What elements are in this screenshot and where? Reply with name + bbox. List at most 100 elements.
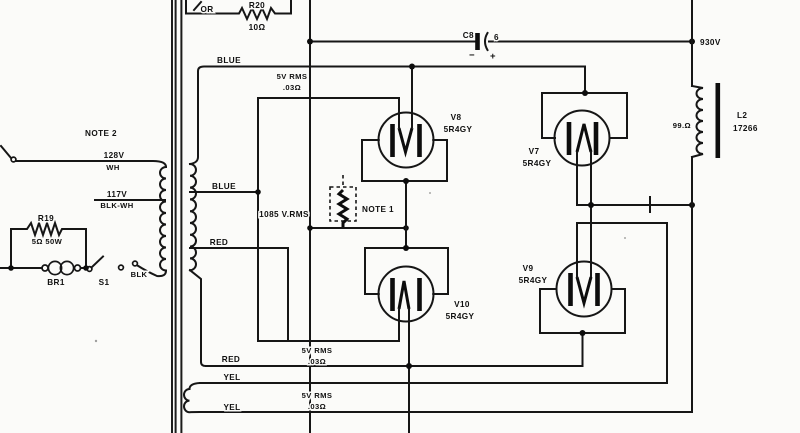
wire-to-v8 <box>257 97 400 128</box>
wire-128v <box>15 160 168 169</box>
label-wh: WH <box>106 163 119 172</box>
label-1085vrms: 1085 V.RMS <box>259 210 309 219</box>
switch-lead-offpage <box>0 144 13 160</box>
capacitor-c8-plate-curved <box>484 31 489 52</box>
label-v9: V9 <box>523 264 534 273</box>
label-v8: V8 <box>451 113 462 122</box>
b-plus-circuit <box>307 0 695 433</box>
labels: NOTE 2 128V WH 117V BLK-WH R19 5Ω 50W BR… <box>30 0 759 414</box>
label-5vrms-top: 5V RMS <box>277 72 308 81</box>
label-blk-wh: BLK-WH <box>100 201 133 210</box>
label-c8: C8 <box>463 31 474 40</box>
label-5vrms-bottom: 5V RMS <box>302 391 333 400</box>
terminal-circle <box>10 156 17 163</box>
polarity-tick <box>192 0 203 12</box>
junction-dot <box>403 178 409 184</box>
label-blue-mid: BLUE <box>212 182 236 191</box>
wire-or <box>185 0 197 15</box>
label-note1: NOTE 1 <box>362 205 394 214</box>
hv-secondary <box>188 65 586 368</box>
label-yel-top: YEL <box>223 373 240 382</box>
plate-strap-right <box>432 247 449 295</box>
junction-dot <box>307 38 313 45</box>
note1-element <box>336 188 350 228</box>
transformer-core <box>171 0 183 433</box>
label-note2: NOTE 2 <box>85 129 117 138</box>
wire-red-tap <box>189 247 289 342</box>
label-r20: R20 <box>249 1 265 10</box>
tube-v7 <box>541 90 628 278</box>
label-c8-minus: − <box>469 50 475 61</box>
breaker-contact <box>59 260 75 276</box>
label-or: OR <box>200 5 213 14</box>
label-yel-bottom: YEL <box>223 403 240 412</box>
label-blue-top: BLUE <box>217 56 241 65</box>
label-930v: 930V <box>700 38 721 47</box>
junction-dot <box>406 363 412 369</box>
label-s1: S1 <box>99 278 110 287</box>
junction-dot <box>255 189 261 195</box>
breaker-contact <box>47 260 63 276</box>
tube-v9 <box>539 260 626 336</box>
wire-blue-top-strap <box>188 65 586 166</box>
terminal-circle <box>117 264 125 271</box>
yel-winding <box>183 381 693 414</box>
label-r19-value: 5Ω 50W <box>32 237 63 246</box>
label-br1: BR1 <box>47 278 65 287</box>
speck <box>429 192 431 194</box>
tube-envelope <box>377 111 435 169</box>
filament <box>575 276 593 309</box>
label-l2-resistance: 99.Ω <box>673 121 691 130</box>
label-v10-type: 5R4GY <box>446 312 475 321</box>
junction-dot <box>588 202 594 208</box>
scan-noise <box>94 192 626 343</box>
switch-s1-blade <box>90 255 105 269</box>
resistor-r19 <box>10 219 87 269</box>
junction-dot <box>83 265 89 271</box>
label-v8-type: 5R4GY <box>444 125 473 134</box>
tube-v10 <box>364 245 449 433</box>
junction-dot <box>582 90 588 96</box>
tube-v8 <box>361 63 448 249</box>
junction-dot <box>403 245 409 251</box>
plate-strap-left <box>541 92 556 139</box>
speck <box>624 237 626 239</box>
terminal-circle <box>131 260 139 267</box>
filament <box>575 123 593 153</box>
label-v10: V10 <box>454 300 470 309</box>
resistor-r20 <box>195 5 292 22</box>
label-03ohm-top: .03Ω <box>283 83 301 92</box>
filament <box>397 127 414 158</box>
label-red-mid: RED <box>210 238 229 247</box>
speck <box>94 339 98 343</box>
label-c8-value: 6 <box>494 33 499 42</box>
inductor-l2 <box>690 0 721 413</box>
label-v9-type: 5R4GY <box>519 276 548 285</box>
plate-strap-left <box>364 247 380 295</box>
label-r20-value: 10Ω <box>249 23 266 32</box>
label-128v: 128V <box>104 151 125 160</box>
label-03ohm-mid: .03Ω <box>308 357 326 366</box>
filament <box>397 280 411 310</box>
label-r19: R19 <box>38 214 54 223</box>
junction-dot <box>307 225 313 231</box>
l2-core-bar <box>715 83 721 158</box>
yel-coil <box>183 381 202 414</box>
label-5vrms-mid: 5V RMS <box>302 346 333 355</box>
primary-circuit <box>0 144 168 278</box>
label-v7: V7 <box>529 147 540 156</box>
label-red-bottom: RED <box>222 355 241 364</box>
or-winding-circuit <box>185 0 292 22</box>
note1-component <box>307 175 409 231</box>
secondary-winding-coil <box>188 162 197 272</box>
label-v7-type: 5R4GY <box>523 159 552 168</box>
label-117v: 117V <box>107 190 127 199</box>
junction-dot <box>579 330 586 336</box>
l2-coil <box>690 84 704 159</box>
junction-dot <box>409 63 415 70</box>
primary-winding-coil <box>159 165 168 272</box>
wire-red-bottom-riser <box>188 268 208 368</box>
label-l2: L2 <box>737 111 747 120</box>
